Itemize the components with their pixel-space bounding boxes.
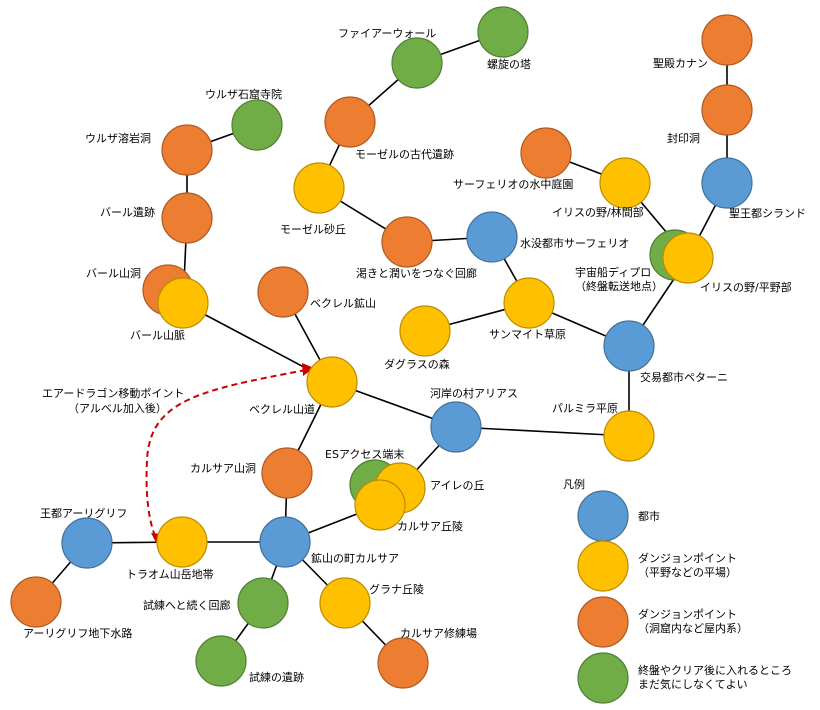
label-karsa_cave: カルサア山洞 bbox=[190, 462, 256, 475]
label-ulza_cave: ウルザ溶岩洞 bbox=[85, 131, 151, 145]
label-spiral: 螺旋の塔 bbox=[487, 57, 531, 71]
node-aquaria_canal[interactable] bbox=[10, 576, 62, 628]
label-iris_forest: イリスの野/林間部 bbox=[552, 205, 644, 219]
node-palmyra[interactable] bbox=[603, 410, 655, 462]
route-note-label: エアードラゴン移動ポイント（アルベル加入後） bbox=[42, 386, 184, 415]
label-mosel_dune: モーゼル砂丘 bbox=[280, 223, 346, 236]
node-seiden[interactable] bbox=[701, 14, 753, 66]
legend-swatch-indoor bbox=[577, 596, 629, 648]
label-ship: 宇宙船ディプロ（終盤転送地点） bbox=[575, 265, 663, 293]
legend-swatch-field bbox=[577, 540, 629, 592]
node-mosel_ruins[interactable] bbox=[324, 96, 376, 148]
label-arias: 河岸の村アリアス bbox=[430, 386, 518, 400]
edge-palmyra-arias bbox=[455, 426, 630, 437]
label-grana: グラナ丘陵 bbox=[369, 582, 424, 596]
legend-title: 凡例 bbox=[563, 477, 585, 491]
node-karsa_train[interactable] bbox=[377, 637, 429, 689]
node-iris_forest[interactable] bbox=[599, 157, 651, 209]
label-traum: トラオム山岳地帯 bbox=[126, 568, 214, 581]
legend-label-field: ダンジョンポイント（平野などの平場） bbox=[638, 551, 737, 579]
label-bequerel_road: ベクレル山道 bbox=[249, 402, 315, 416]
node-karsa_hill[interactable] bbox=[354, 479, 406, 531]
label-karsa_hill: カルサア丘陵 bbox=[397, 520, 463, 533]
label-barl_ruins: バール遺跡 bbox=[100, 205, 155, 219]
node-trial_ruins[interactable] bbox=[195, 635, 247, 687]
route-arrow-top bbox=[302, 363, 314, 376]
label-firewall: ファイアーウォール bbox=[338, 27, 436, 40]
legend-swatch-city bbox=[577, 490, 629, 542]
node-sanmite[interactable] bbox=[503, 277, 555, 329]
label-fuuin: 封印洞 bbox=[667, 131, 700, 145]
legend-label-indoor: ダンジョンポイント（洞窟内など屋内系） bbox=[638, 607, 748, 635]
node-surferio[interactable] bbox=[466, 211, 518, 263]
label-karsa: 鉱山の町カルサア bbox=[311, 551, 399, 565]
label-karsa_train: カルサア修練場 bbox=[400, 626, 477, 640]
label-es_terminal: ESアクセス端末 bbox=[325, 447, 404, 461]
label-trial_corr: 試練へと続く回廊 bbox=[143, 598, 230, 612]
node-peterny[interactable] bbox=[603, 320, 655, 372]
label-bequerel_mine: ベクレル鉱山 bbox=[310, 296, 376, 310]
label-mosel_ruins: モーゼルの古代遺跡 bbox=[355, 147, 454, 161]
node-dagrass[interactable] bbox=[399, 305, 451, 357]
label-barl_range: バール山脈 bbox=[130, 328, 185, 342]
label-seiden: 聖殿カナン bbox=[653, 57, 708, 70]
node-fuuin[interactable] bbox=[701, 84, 753, 136]
node-aquaria[interactable] bbox=[61, 517, 113, 569]
label-surf_garden: サーフェリオの水中庭園 bbox=[453, 177, 573, 191]
label-corridor: 渇きと潤いをつなぐ回廊 bbox=[356, 266, 477, 280]
node-layer bbox=[10, 6, 753, 689]
node-surf_garden[interactable] bbox=[520, 127, 572, 179]
label-aquaria_canal: アーリグリフ地下水路 bbox=[23, 626, 132, 640]
node-bequerel_mine[interactable] bbox=[257, 266, 309, 318]
node-mosel_dune[interactable] bbox=[293, 162, 345, 214]
node-corridor[interactable] bbox=[381, 216, 433, 268]
node-bequerel_road[interactable] bbox=[306, 356, 358, 408]
node-arias[interactable] bbox=[430, 401, 482, 453]
label-barl_cave: バール山洞 bbox=[86, 267, 141, 280]
node-karsa[interactable] bbox=[259, 516, 311, 568]
label-trial_ruins: 試練の遺跡 bbox=[249, 670, 304, 684]
node-spiral[interactable] bbox=[477, 6, 529, 58]
node-ulza_cave[interactable] bbox=[161, 124, 213, 176]
label-aile: アイレの丘 bbox=[430, 479, 484, 492]
node-barl_ruins[interactable] bbox=[161, 192, 213, 244]
label-seiou: 聖王都シランド bbox=[729, 207, 806, 220]
label-ulza_temple: ウルザ石窟寺院 bbox=[205, 87, 282, 101]
label-peterny: 交易都市ペターニ bbox=[640, 370, 728, 384]
legend-label-city: 都市 bbox=[638, 509, 660, 523]
air-dragon-route bbox=[145, 369, 307, 539]
node-trial_corr[interactable] bbox=[237, 577, 289, 629]
label-iris_plain: イリスの野/平野部 bbox=[700, 280, 792, 294]
node-grana[interactable] bbox=[319, 577, 371, 629]
node-seiou[interactable] bbox=[701, 157, 753, 209]
node-karsa_cave[interactable] bbox=[261, 447, 313, 499]
legend-label-late: 終盤やクリア後に入れるところまだ気にしなくてよい bbox=[638, 663, 792, 691]
node-ulza_temple[interactable] bbox=[231, 99, 283, 151]
node-traum[interactable] bbox=[156, 516, 208, 568]
label-surferio: 水没都市サーフェリオ bbox=[520, 236, 629, 250]
node-barl_range[interactable] bbox=[157, 277, 209, 329]
node-firewall[interactable] bbox=[391, 37, 443, 89]
label-sanmite: サンマイト草原 bbox=[489, 328, 566, 341]
legend-swatch-late bbox=[577, 652, 629, 704]
label-dagrass: ダグラスの森 bbox=[384, 357, 450, 371]
label-palmyra: パルミラ平原 bbox=[552, 402, 618, 415]
label-aquaria: 王都アーリグリフ bbox=[40, 506, 127, 520]
node-iris_plain[interactable] bbox=[662, 232, 714, 284]
